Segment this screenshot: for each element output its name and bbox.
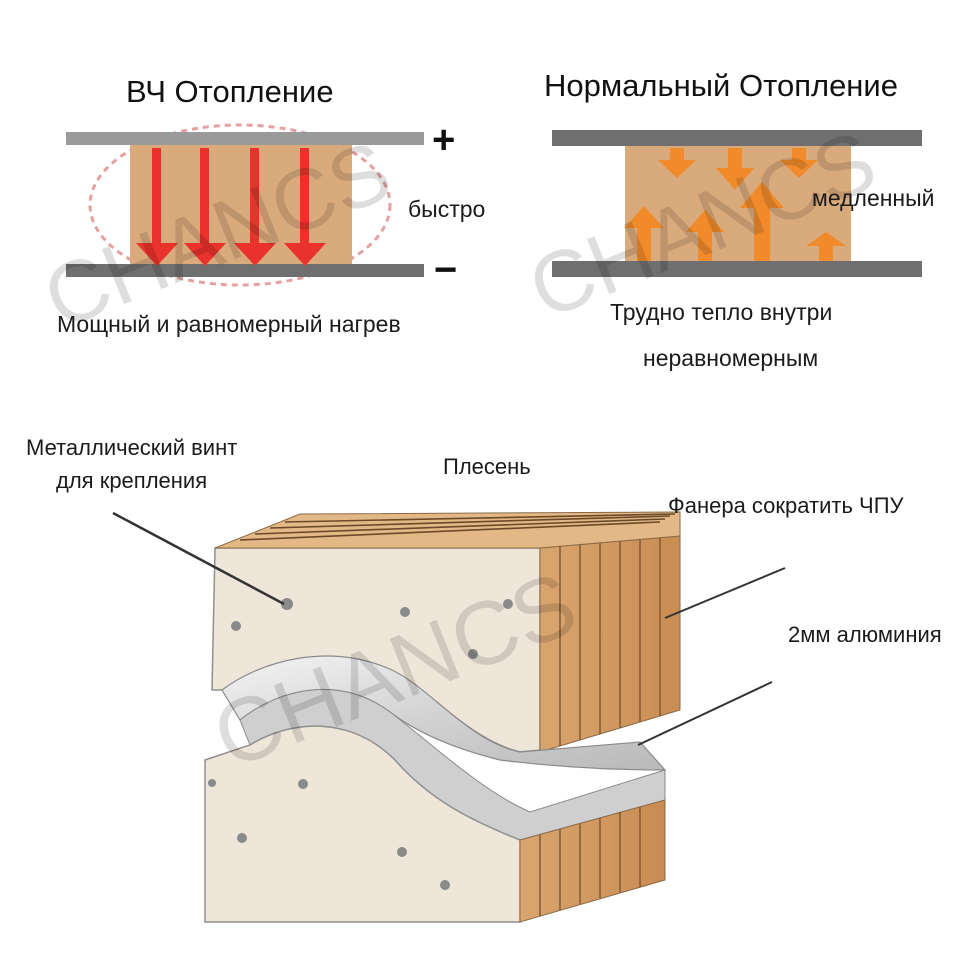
rf-heating-title: ВЧ Отопление <box>126 74 334 109</box>
normal-heating-illustration <box>552 130 922 277</box>
normal-bottom-plate <box>552 261 922 277</box>
heat-arrow-down <box>780 148 818 178</box>
heat-arrow-up <box>740 182 784 261</box>
rf-arrow <box>136 148 178 266</box>
heat-arrow-up <box>806 232 846 261</box>
mold-illustration <box>112 511 786 923</box>
rf-arrow <box>234 148 276 266</box>
screw-dot <box>397 847 407 857</box>
leader-line-aluminum <box>637 681 773 746</box>
plus-sign: + <box>432 118 456 162</box>
lower-plywood-layers <box>539 807 641 916</box>
rf-speed-label: быстро <box>408 196 486 222</box>
rf-field-outline <box>88 123 392 287</box>
screw-dot <box>440 880 450 890</box>
rf-heating-caption: Мощный и равномерный нагрев <box>57 311 401 337</box>
heat-arrow-down <box>716 148 754 190</box>
screw-dot <box>237 833 247 843</box>
label-plywood: Фанера сократить ЧПУ <box>668 493 904 518</box>
screw-dot <box>468 649 478 659</box>
screw-dot <box>231 621 241 631</box>
plywood-layers <box>559 538 661 746</box>
lower-plywood-side <box>519 799 666 923</box>
plywood-top-layers <box>239 513 676 541</box>
normal-speed-label: медленный <box>812 185 935 211</box>
normal-heating-title: Нормальный Отопление <box>544 68 898 103</box>
heat-arrow-up <box>624 206 664 261</box>
screw-dots <box>208 598 513 890</box>
normal-top-plate <box>552 130 922 146</box>
rf-bottom-plate <box>66 264 424 277</box>
rf-arrow <box>184 148 226 266</box>
screw-dot <box>298 779 308 789</box>
label-metal-screw-line2: для крепления <box>56 468 208 493</box>
leader-line-plywood <box>664 567 786 619</box>
label-metal-screw-line1: Металлический винт <box>26 435 238 460</box>
normal-heating-caption-line2: неравномерным <box>643 345 819 371</box>
minus-sign: − <box>434 248 458 292</box>
heat-arrow-down <box>658 148 696 178</box>
rf-top-plate <box>66 132 424 145</box>
lower-mold-block <box>204 725 521 923</box>
rf-heating-illustration <box>66 123 424 287</box>
screw-dot <box>400 607 410 617</box>
heat-arrow-up <box>686 210 724 261</box>
normal-heating-caption-line1: Трудно тепло внутри <box>610 299 833 325</box>
screw-dot <box>503 599 513 609</box>
screw-dot <box>208 779 216 787</box>
screw-dot <box>281 598 293 610</box>
leader-line-screw <box>112 511 285 606</box>
rf-arrow <box>284 148 326 266</box>
label-mold: Плесень <box>443 454 531 479</box>
label-aluminum: 2мм алюминия <box>788 622 942 647</box>
